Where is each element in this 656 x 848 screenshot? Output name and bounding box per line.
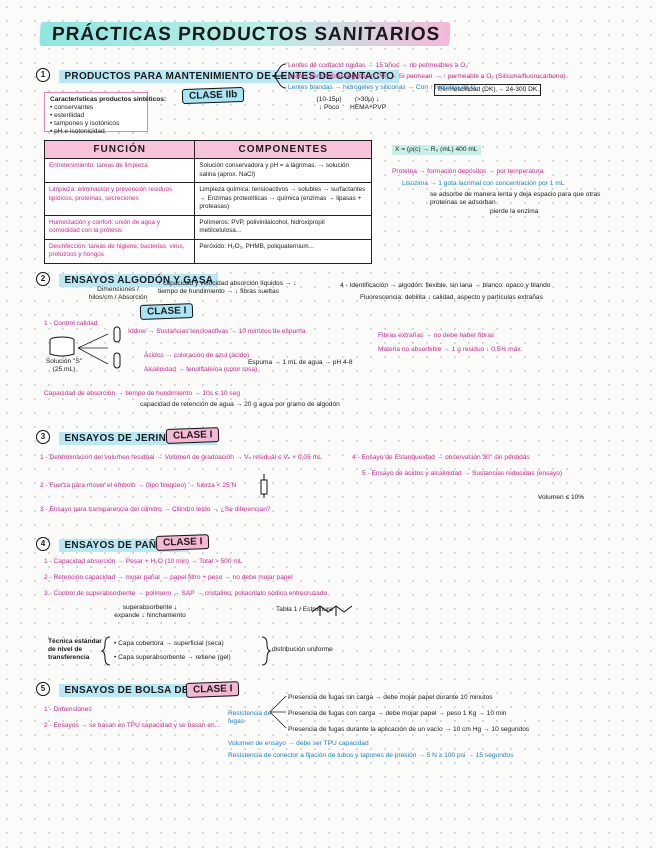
table-cell: Entretenimiento: tareas de limpieza: [43, 158, 196, 183]
characteristics-box: Características productos sintéticos: co…: [44, 92, 167, 135]
leak-test: 4 - Ensayo de Estanqueidad → observación…: [352, 454, 530, 461]
test-volume: Volumen de ensayo → debe ser TPU capacid…: [228, 740, 369, 747]
syringe-icon: [260, 474, 268, 498]
table-row: Limpieza: eliminación y prevención resid…: [43, 182, 372, 216]
iodine-test: Iodine → Sustancias tensioactivas → 10 m…: [128, 328, 306, 335]
list-item: esterilidad: [50, 112, 142, 120]
transfer-line: • Capa superabsorbente → retiene (gel): [114, 654, 231, 661]
branch-arrows: [269, 695, 287, 729]
table-cell: Polímeros: PVP, polivinilalcohol, hidrox…: [194, 214, 372, 240]
protein-line: Proteína → formación depósitos → por tem…: [392, 168, 544, 175]
dimensions-item: 1 - Dimensiones: [44, 706, 92, 713]
transparency-test: 3 - Ensayo para transparencia del cilind…: [40, 506, 271, 513]
leak-resistance-label: Resistencia de fugas: [228, 710, 272, 725]
superabsorbent-expansion: superabsorbente ↓ expande ↓ hinchamiento: [114, 604, 186, 619]
list-item: pH e isotonicidad: [50, 128, 142, 136]
list-item: conservantes: [50, 104, 142, 112]
lysozyme-line: Lisozima → 1 gota lacrimal con concentra…: [402, 180, 565, 187]
section-number: 2: [36, 271, 50, 286]
table-cell: Limpieza química: tensioactivos → solubl…: [194, 182, 372, 216]
lens-line-lpg: Lentes permeables a gases (LPG) → Si per…: [288, 73, 566, 80]
clase-badge: CLASE I: [165, 427, 220, 444]
foreign-fibers: Fibras extrañas → no debe haber fibras: [378, 332, 495, 339]
control-label: 1 - Control calidad: [44, 320, 98, 327]
list-item: tampones y isotónicos: [50, 120, 142, 128]
section-title: PRODUCTOS PARA MANTENIMIENTO DE LENTES D…: [59, 70, 400, 83]
tests-item: 2 - Ensayos → se basan en TPU capacidad …: [44, 722, 221, 729]
lens-line-soft: Lentes blandas → hidrogeles y siliconas …: [288, 84, 479, 91]
clase-badge: CLASE IIb: [181, 86, 245, 105]
uniform-distribution: distribución uniforme: [272, 646, 333, 653]
structure-note: Tabla 1 / Estructura: [276, 606, 333, 613]
leak-test-load: Presencia de fugas con carga → debe moja…: [288, 710, 507, 717]
transfer-line: • Capa cobertora → superficial (seca): [114, 640, 224, 647]
formula: X = (ρ(c) → R₀ (mL) 400 mL: [392, 145, 481, 155]
water-retention: capacidad de retención de agua → 20 g ag…: [140, 401, 340, 408]
leak-test-no-load: Presencia de fugas sin carga → debe moja…: [288, 694, 493, 701]
connector-resistance: Resistencia de conector a fijación de tu…: [228, 752, 514, 759]
residual-volume-test: 1 - Determinación del volumen residual →…: [40, 454, 322, 461]
table-cell: Peróxido: H₂O₂, PHMB, poliquaternium...: [194, 238, 372, 264]
table-header: FUNCIÓN: [43, 140, 196, 159]
superabsorbent-control: 3 - Control de superabsorbente → polímer…: [44, 590, 328, 597]
table-header: COMPONENTES: [194, 140, 372, 159]
fluorescence-line: Fluorescencia: debilita ↓ calidad, aspec…: [360, 294, 543, 301]
soft-lens-sub-left: (10-15µ) ↓ Poco: [316, 96, 342, 111]
acid-alkalinity-test: 5 - Ensayo de ácidos y alcalinidad → Sus…: [362, 470, 563, 477]
bracket-arrows: [271, 63, 287, 89]
table-cell: Limpieza: eliminación y prevención resid…: [43, 182, 196, 216]
characteristics-list: conservantes esterilidad tampones y isot…: [50, 104, 142, 136]
lens-line-rigid: Lentes de contacto rígidas → 15 años → n…: [288, 62, 468, 69]
test-tube-icon: [113, 326, 121, 343]
test-tube-icon: [113, 352, 121, 369]
identification-line: 4 - Identificación → algodón: flexible, …: [340, 282, 551, 289]
volume-note: Volumen ≤ 10%: [538, 494, 585, 501]
non-absorbable-matter: Materia no absorbible → 1 g residuo ↓ 0,…: [378, 346, 523, 353]
permeability-box: Permeabilidad (DK) → 24-300 DK: [434, 84, 542, 96]
section-number: 5: [36, 681, 50, 696]
solution-s: Solución "S" (25 mL): [45, 358, 83, 373]
cotton-absorption-notes: ↑ capacidad y velocidad absorción líquid…: [158, 280, 297, 295]
absorption-capacity: Capacidad de absorción → tiempo de hundi…: [44, 390, 241, 397]
table-cell: Desinfección: tareas de higiene, bacteri…: [43, 238, 196, 264]
cotton-dimensions: Dimensiones / hilos/cm / Absorción: [88, 286, 148, 301]
table-cell: Solución conservadora y pH = a lágrimas.…: [194, 158, 372, 183]
table-row: Humectación y confort: unión de agua y c…: [43, 214, 372, 240]
enzyme-line: pierde la enzima: [490, 208, 539, 215]
alkalinity-test: Alcalinidad → fenolftaleína (color rosa): [144, 366, 258, 373]
section-1-heading: 1 PRODUCTOS PARA MANTENIMIENTO DE LENTES…: [36, 66, 400, 84]
curly-brace: [261, 636, 272, 666]
beaker-icon: [49, 336, 75, 357]
page-title: PRÁCTICAS PRODUCTOS SANITARIOS: [39, 22, 451, 46]
characteristics-title: Características productos sintéticos:: [50, 96, 167, 103]
diaper-absorption-test: 1 - Capacidad absorción → Pesar + H₂O (1…: [44, 558, 243, 565]
section-number: 4: [36, 536, 50, 551]
leak-test-vacuum: Presencia de fugas durante la aplicación…: [288, 726, 530, 733]
split-arrows: [77, 333, 109, 365]
acids-test: Ácidos → coloración de azul (ácido): [144, 352, 250, 359]
polymer-structure-icon: [311, 605, 353, 616]
foam-test: Espuma → 1 mL de agua → pH 4-8: [248, 359, 353, 366]
diaper-retention-test: 2 - Retención capacidad → mojar pañal → …: [44, 574, 293, 581]
section-number: 3: [36, 429, 50, 444]
curly-brace: [100, 636, 111, 666]
function-components-table: FUNCIÓN COMPONENTES Entretenimiento: tar…: [43, 140, 372, 264]
table-row: Entretenimiento: tareas de limpieza Solu…: [43, 158, 372, 183]
soft-lens-sub-right: (>30µ) ↓ HEMA+PVP: [350, 96, 387, 111]
section-2-heading: 2 ENSAYOS ALGODÓN Y GASA: [36, 270, 219, 288]
adsorb-line: se adsorbe de manera lenta y deja espaci…: [430, 191, 601, 206]
section-number: 1: [36, 67, 50, 82]
transfer-technique-label: Técnica estándar de nivel de transferenc…: [48, 638, 102, 661]
table-cell: Humectación y confort: unión de agua y c…: [43, 214, 196, 240]
clase-badge: CLASE I: [185, 681, 240, 698]
clase-badge: CLASE I: [139, 303, 194, 320]
table-row: Desinfección: tareas de higiene, bacteri…: [43, 238, 372, 264]
section-title: ENSAYOS ALGODÓN Y GASA: [59, 274, 219, 287]
plunger-force-test: 2 - Fuerza para mover el émbolo → (tipo …: [40, 482, 237, 489]
clase-badge: CLASE I: [155, 534, 210, 551]
